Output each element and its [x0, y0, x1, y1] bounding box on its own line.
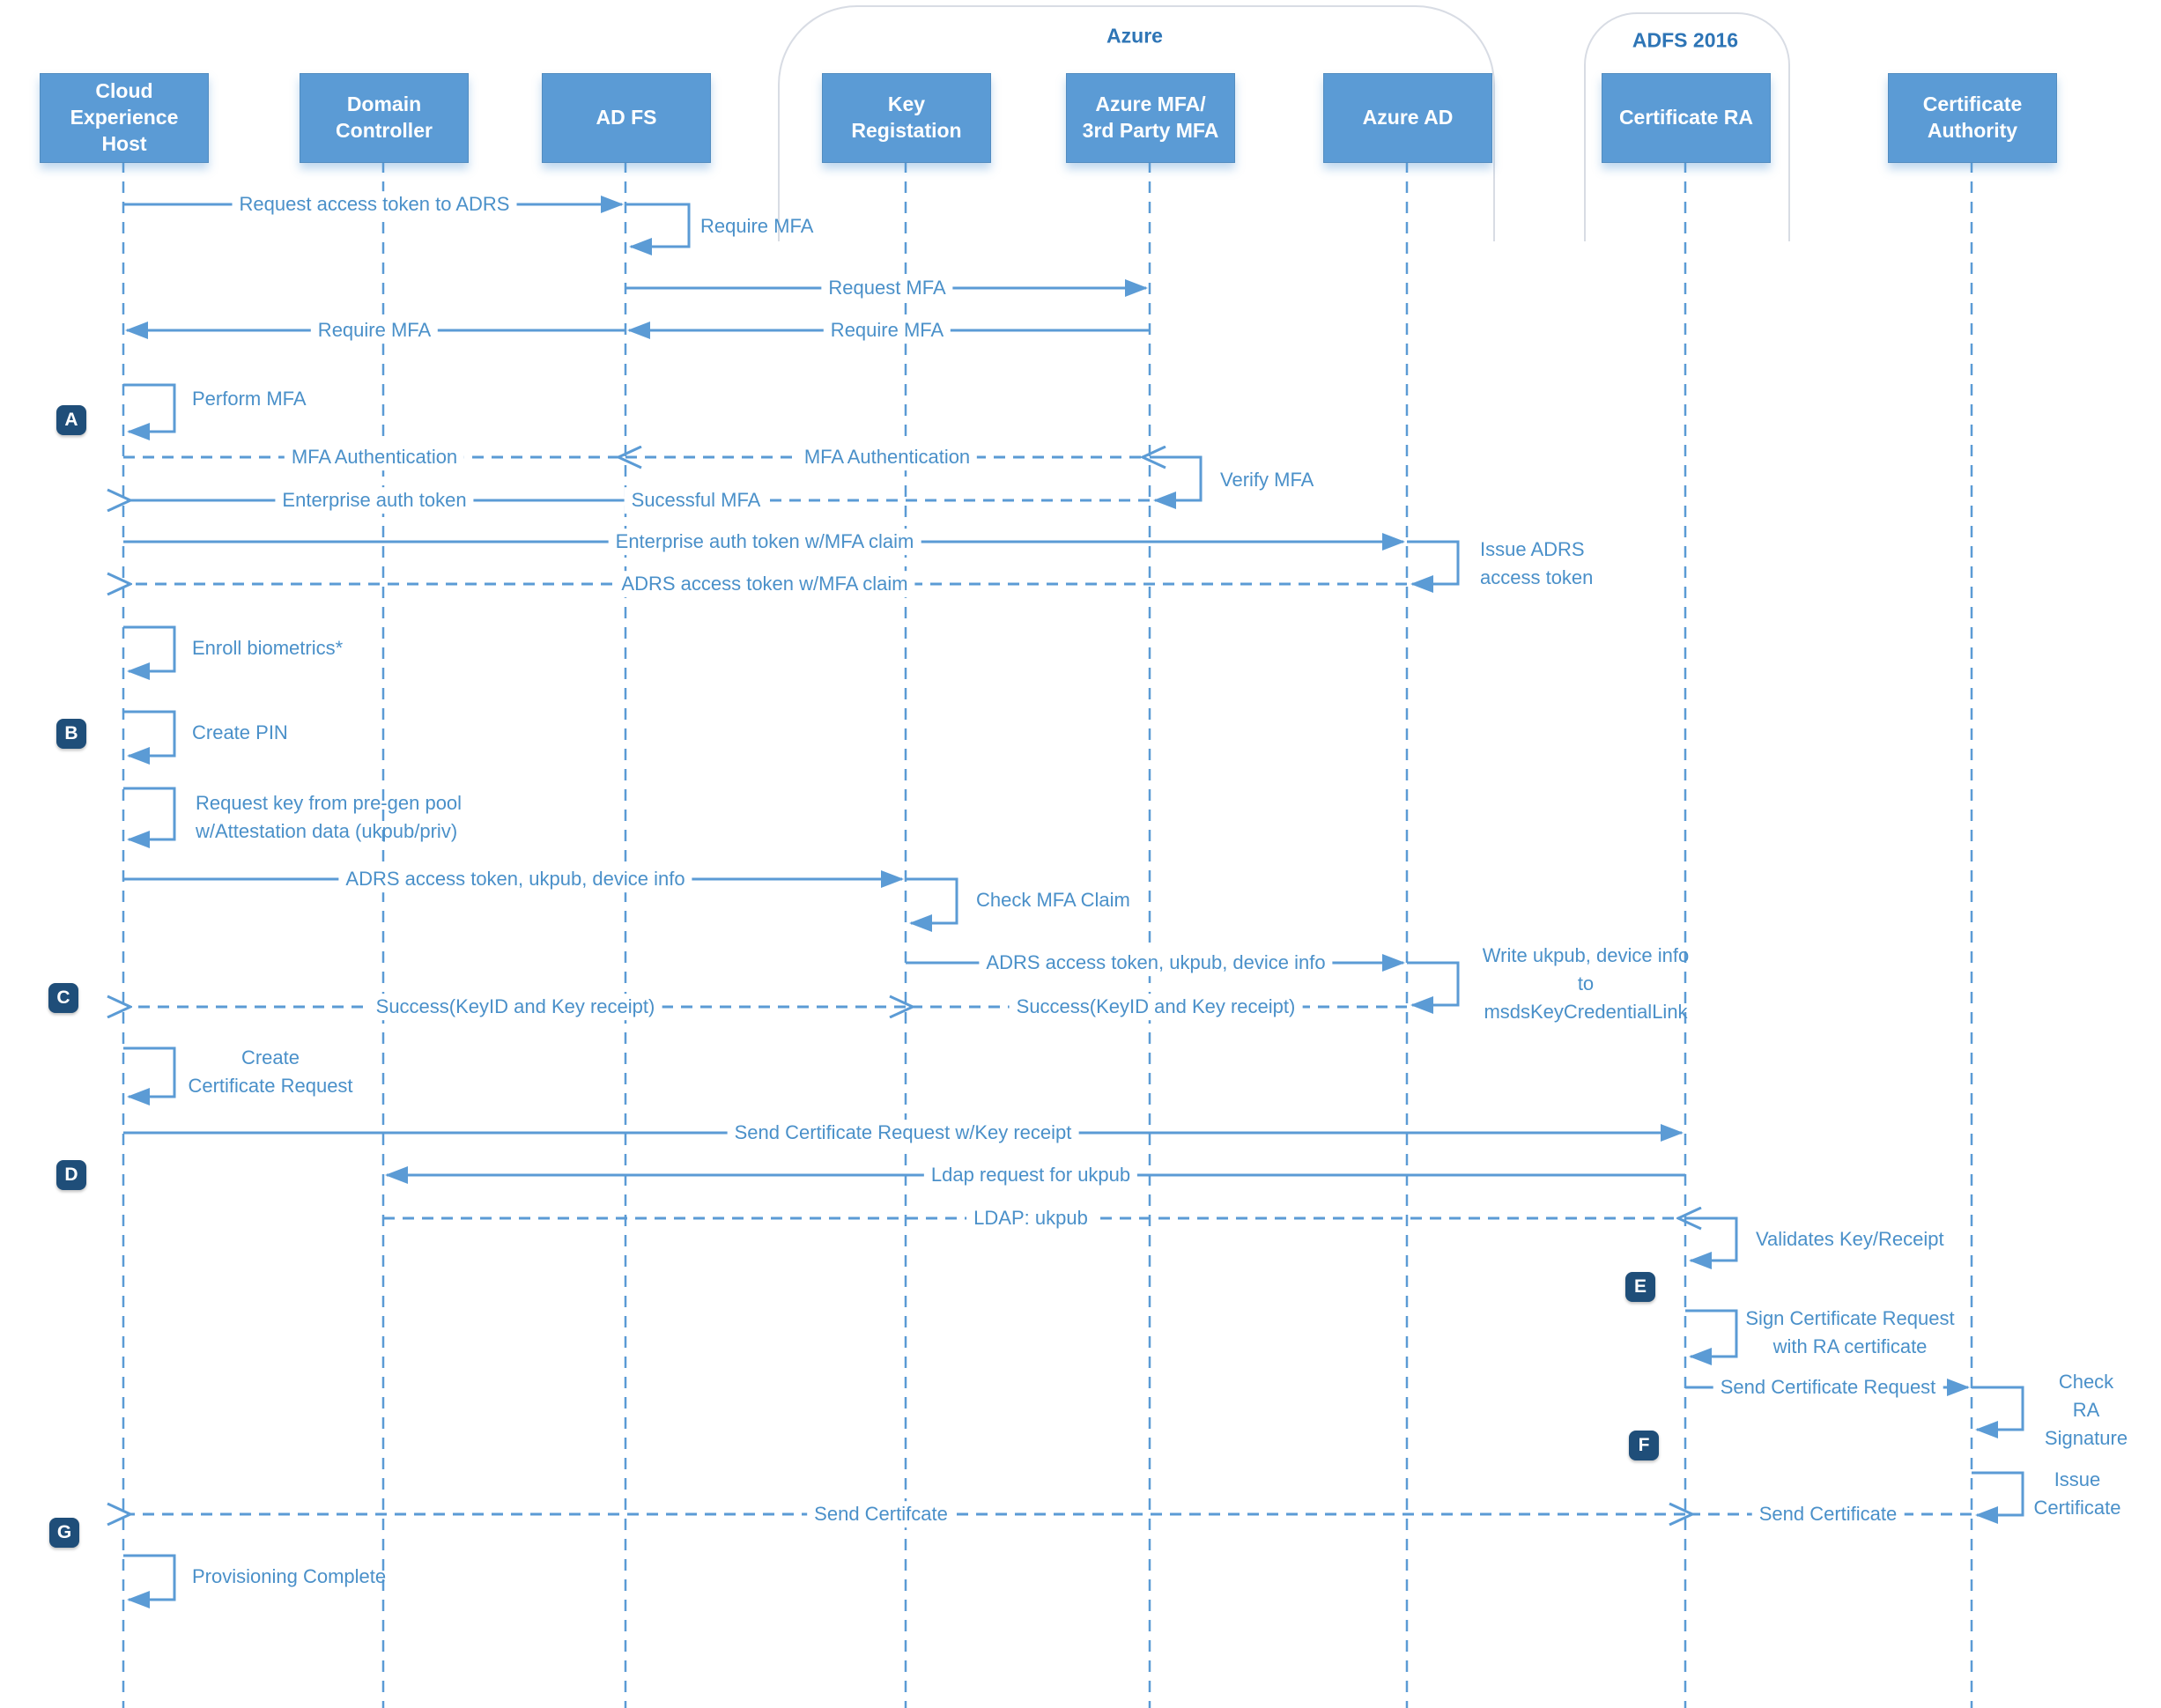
loop-request-key-pre-gen-pool — [123, 787, 176, 848]
label-adrs-token-ukpub-device-info-left: ADRS access token, ukpub, device info — [338, 866, 692, 892]
label-send-certificate-request-w-key-receipt: Send Certificate Request w/Key receipt — [727, 1120, 1079, 1146]
label-require-mfa-right: Require MFA — [823, 317, 951, 344]
label-success-keyid-left: Success(KeyID and Key receipt) — [368, 994, 662, 1020]
label-send-certificate-request: Send Certificate Request — [1713, 1374, 1943, 1401]
loop-issue-adrs-access-token — [1407, 540, 1460, 593]
label-ldap-ukpub: LDAP: ukpub — [966, 1205, 1095, 1231]
label-issue-adrs-access-token: Issue ADRS access token — [1480, 538, 1594, 588]
actor-azure-mfa: Azure MFA/ 3rd Party MFA — [1066, 73, 1235, 163]
label-verify-mfa: Verify MFA — [1220, 469, 1314, 492]
loop-create-certificate-request — [123, 1046, 176, 1105]
label-request-key-pre-gen-pool: Request key from pre-gen pool w/Attestat… — [196, 792, 463, 842]
loop-verify-mfa — [1150, 455, 1203, 509]
badge-step-e: E — [1625, 1272, 1655, 1302]
label-check-ra-signature: Check RA Signature — [2044, 1371, 2128, 1449]
label-sucessful-mfa: Sucessful MFA — [624, 487, 768, 514]
actor-certificate-authority: Certificate Authority — [1888, 73, 2057, 163]
label-provisioning-complete: Provisioning Complete — [192, 1565, 387, 1588]
label-create-pin: Create PIN — [192, 721, 288, 744]
actor-ad-fs: AD FS — [542, 73, 711, 163]
label-sign-certificate-request: Sign Certificate Request with RA certifi… — [1745, 1307, 1955, 1357]
loop-require-mfa-adfs — [625, 203, 691, 255]
badge-step-f: F — [1629, 1431, 1659, 1460]
group-adfs-2016-label: ADFS 2016 — [1632, 28, 1739, 52]
loop-provisioning-complete — [123, 1554, 176, 1608]
badge-step-c: C — [48, 983, 78, 1013]
loop-sign-certificate-request — [1685, 1309, 1738, 1365]
label-success-keyid-right: Success(KeyID and Key receipt) — [1009, 994, 1303, 1020]
label-ldap-request-for-ukpub: Ldap request for ukpub — [923, 1162, 1138, 1188]
loop-validates-key-receipt — [1685, 1216, 1738, 1269]
badge-step-a: A — [56, 405, 86, 435]
label-require-mfa-left: Require MFA — [310, 317, 439, 344]
label-require-mfa-adfs-loop: Require MFA — [700, 215, 814, 238]
badge-step-g: G — [49, 1518, 79, 1548]
label-request-access-token-to-adrs: Request access token to ADRS — [232, 191, 517, 218]
label-perform-mfa: Perform MFA — [192, 388, 307, 410]
badge-step-d: D — [56, 1160, 86, 1190]
label-enterprise-auth-token-w-mfa-claim: Enterprise auth token w/MFA claim — [608, 529, 921, 555]
label-adrs-access-token-w-mfa-claim: ADRS access token w/MFA claim — [614, 571, 915, 597]
loop-write-ukpub-msdskeycredentiallink — [1407, 961, 1460, 1014]
label-enroll-biometrics: Enroll biometrics* — [192, 637, 344, 660]
loop-check-ra-signature — [1972, 1386, 2024, 1438]
actor-key-registation: Key Registation — [822, 73, 991, 163]
label-issue-certificate: Issue Certificate — [2033, 1468, 2121, 1519]
actor-domain-controller: Domain Controller — [300, 73, 469, 163]
actor-certificate-ra: Certificate RA — [1602, 73, 1771, 163]
label-request-mfa: Request MFA — [821, 275, 953, 301]
loop-create-pin — [123, 710, 176, 765]
label-enterprise-auth-token: Enterprise auth token — [275, 487, 474, 514]
label-send-certificate-ca-to-ra: Send Certificate — [1751, 1501, 1905, 1527]
loop-check-mfa-claim — [906, 877, 958, 932]
loop-issue-certificate — [1972, 1471, 2024, 1524]
loop-perform-mfa — [123, 383, 176, 440]
badge-step-b: B — [56, 719, 86, 749]
label-validates-key-receipt: Validates Key/Receipt — [1756, 1228, 1944, 1251]
loop-enroll-biometrics — [123, 625, 176, 680]
actor-cloud-experience-host: Cloud Experience Host — [40, 73, 209, 163]
label-send-certifcate-ra-to-ceh: Send Certifcate — [807, 1501, 955, 1527]
label-check-mfa-claim: Check MFA Claim — [976, 889, 1130, 912]
label-create-certificate-request: Create Certificate Request — [188, 1046, 353, 1097]
label-mfa-authentication-left: MFA Authentication — [284, 444, 465, 470]
label-adrs-token-ukpub-device-info-right: ADRS access token, ukpub, device info — [979, 950, 1333, 976]
label-mfa-authentication-right: MFA Authentication — [796, 444, 978, 470]
actor-azure-ad: Azure AD — [1323, 73, 1492, 163]
group-azure-label: Azure — [1106, 24, 1163, 48]
label-write-ukpub-msdskeycredentiallink: Write ukpub, device info to msdsKeyCrede… — [1482, 944, 1690, 1023]
